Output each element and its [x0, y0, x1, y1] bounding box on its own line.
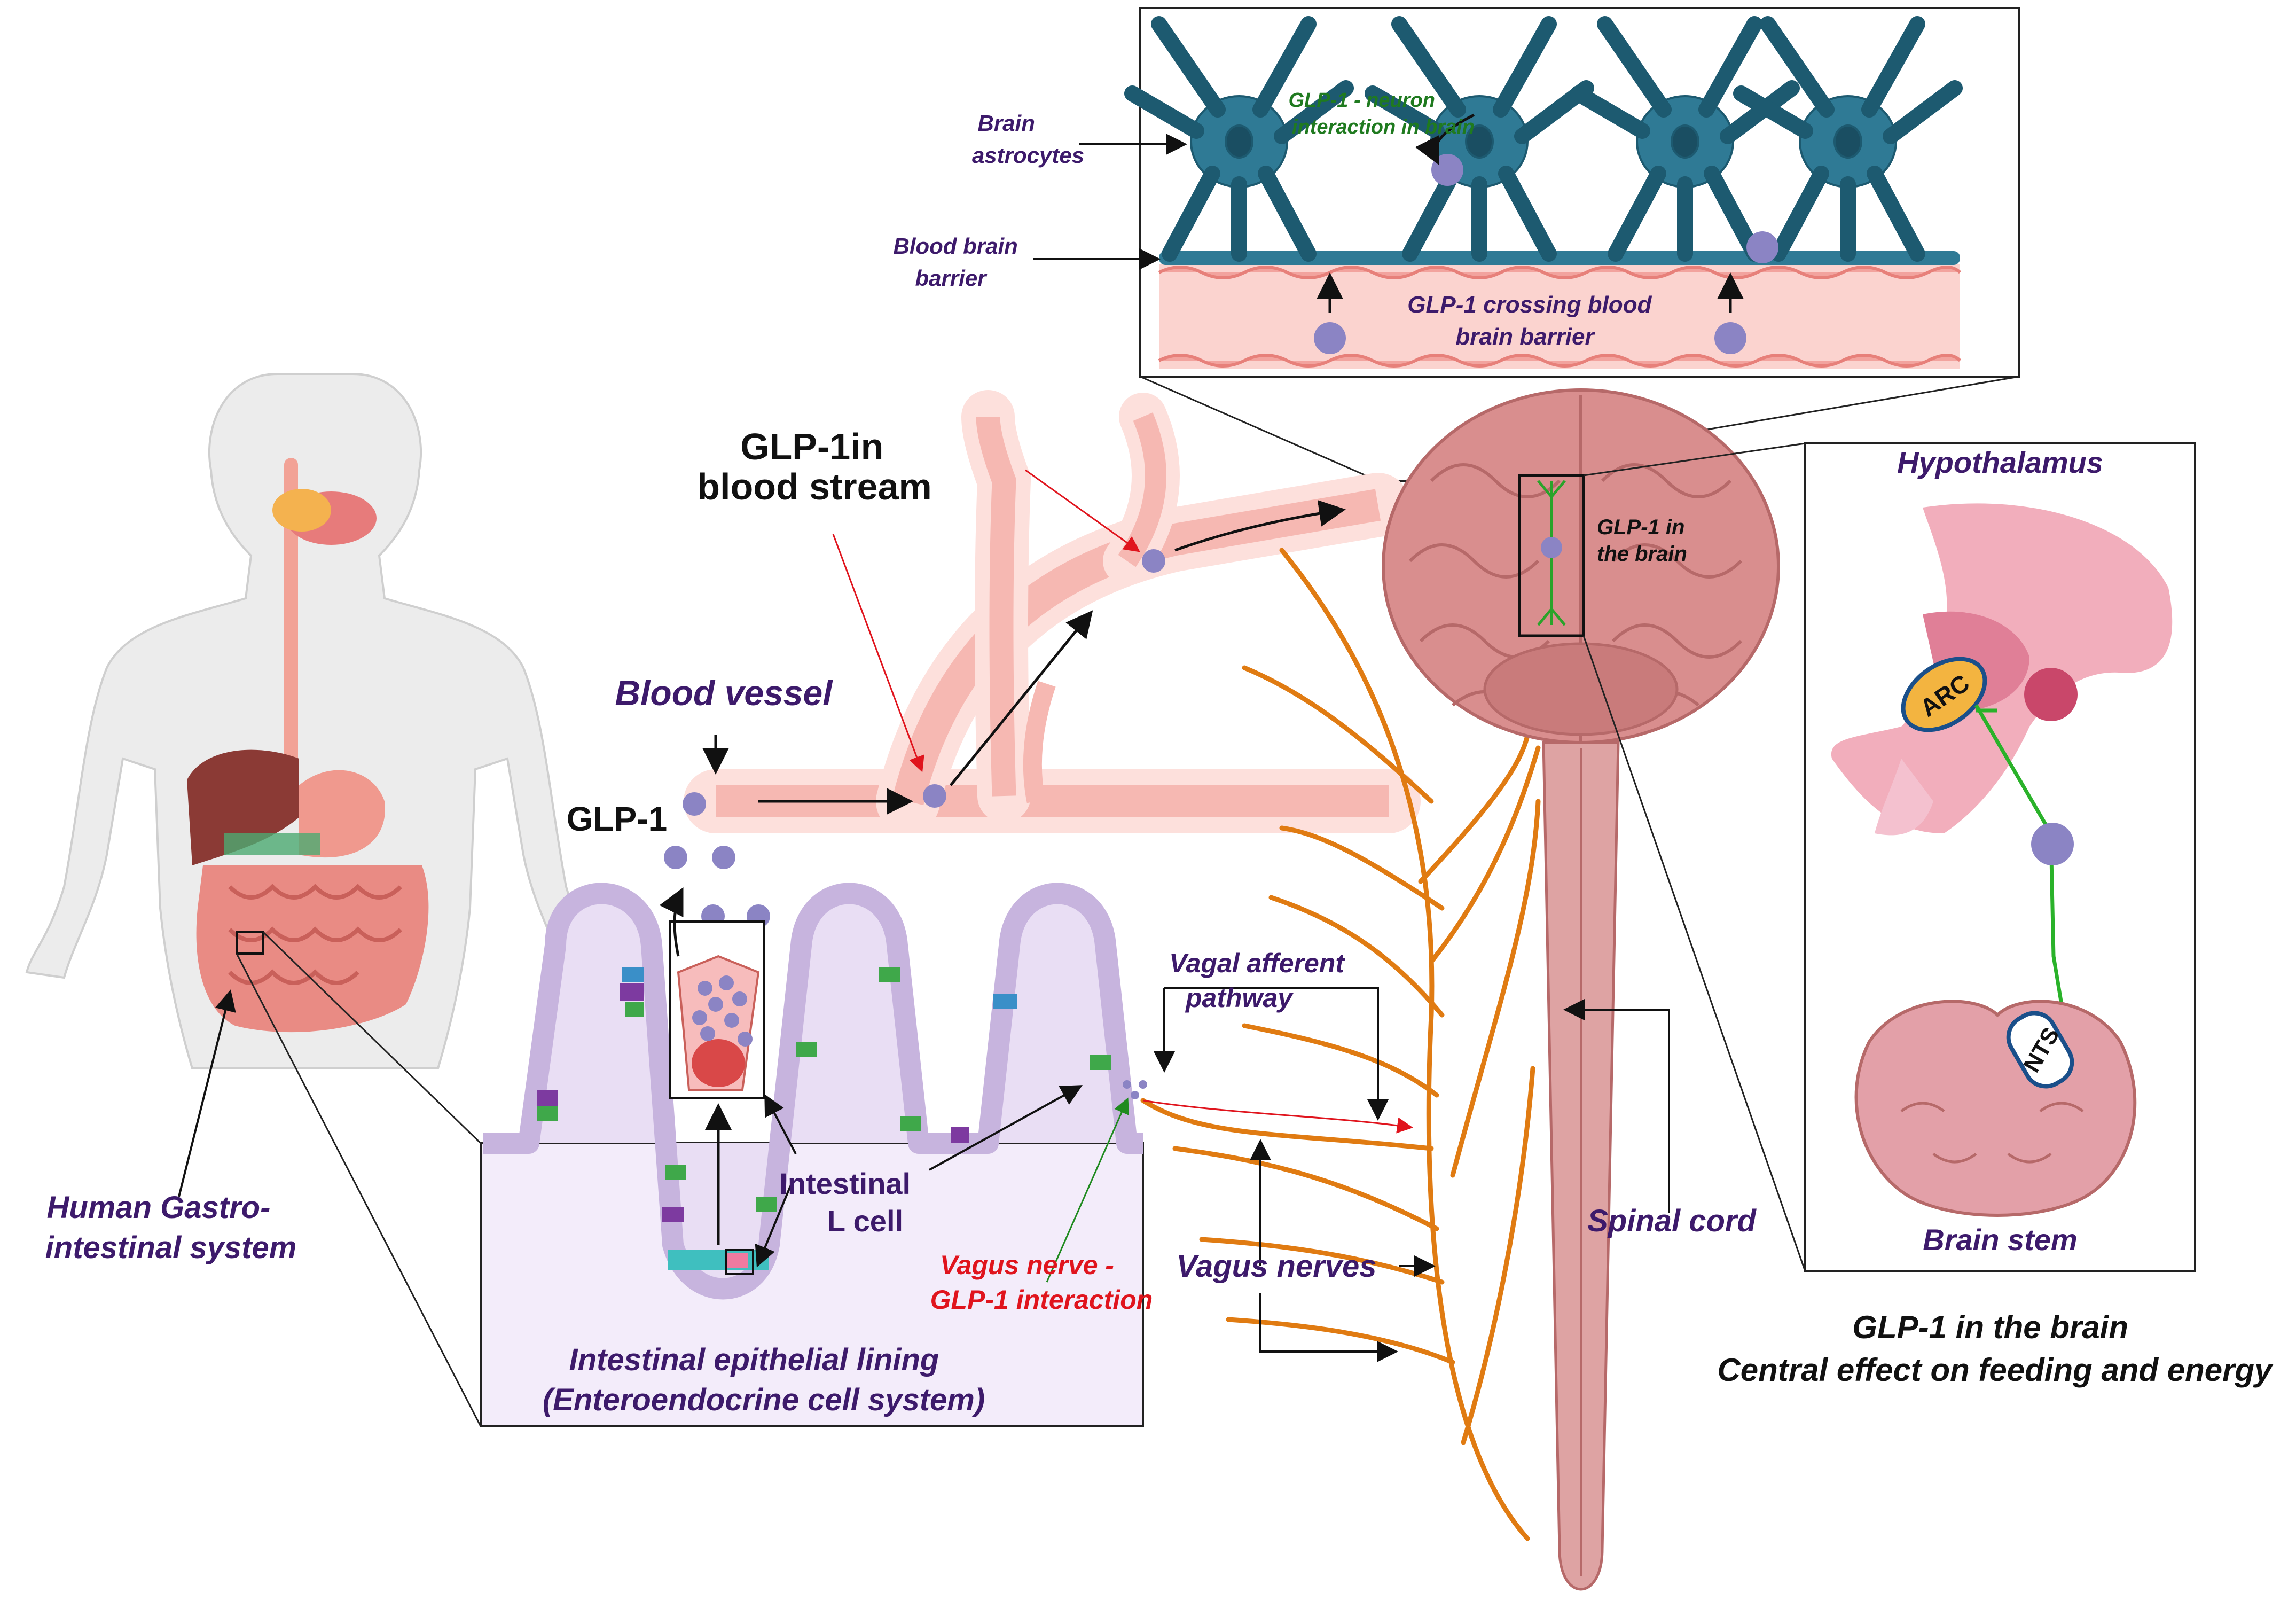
label-glp1-blood-stream: GLP-1in blood stream [697, 426, 932, 508]
label-vagal-afferent: Vagal afferent pathway [1169, 948, 1352, 1013]
label-glp1: GLP-1 [567, 800, 667, 838]
label-bbb: Blood brain barrier [894, 233, 1024, 291]
label-epithelial: Intestinal epithelial lining (Enteroendo… [543, 1342, 985, 1417]
spinal-cord [1542, 741, 1620, 1591]
label-vagus-nerves: Vagus nerves [1176, 1249, 1376, 1284]
liver [187, 749, 299, 865]
glp1-molecules-inset [1314, 154, 1778, 354]
astrocyte-inset [1124, 7, 2020, 378]
label-glp1-brain-central: GLP-1 in the brain Central effect on fee… [1717, 1309, 2274, 1388]
label-vagus-nerve-glp1: Vagus nerve - GLP-1 interaction [930, 1250, 1153, 1315]
label-brain-astrocytes: Brain astrocytes [972, 111, 1084, 168]
enteroendocrine-cells [537, 967, 1111, 1270]
arc-nucleus [1901, 657, 1987, 732]
label-blood-vessel: Blood vessel [615, 673, 833, 713]
nts-nucleus [2006, 1011, 2074, 1089]
astrocyte-cells [1124, 16, 1963, 262]
label-intestinal-l-cell: Intestinal L cell [779, 1167, 919, 1238]
label-glp1-crossing: GLP-1 crossing blood brain barrier [1407, 292, 1658, 350]
bbb-vessel [1159, 264, 1960, 369]
hypothalamus-inset [1804, 442, 2196, 1272]
epithelium-inset [480, 883, 1147, 1427]
label-brain-stem: Brain stem [1923, 1223, 2077, 1256]
label-human-gi: Human Gastro- intestinal system [45, 1190, 297, 1265]
gi-zoom-box [236, 931, 264, 955]
intestines [196, 865, 429, 1033]
label-glp1-in-brain-small: GLP-1 in the brain [1597, 516, 1691, 566]
human-body [25, 373, 605, 1069]
vagus-nerves [1140, 548, 1541, 1541]
label-glp1-neuron: GLP-1 - neuron interaction in brain [1288, 89, 1475, 138]
label-hypothalamus: Hypothalamus [1897, 446, 2103, 479]
brain-stem-section [1854, 1000, 2137, 1217]
label-spinal-cord: Spinal cord [1587, 1204, 1757, 1238]
brain [1382, 388, 1780, 744]
brain-zoom-box [1518, 474, 1585, 637]
stomach [299, 770, 385, 858]
